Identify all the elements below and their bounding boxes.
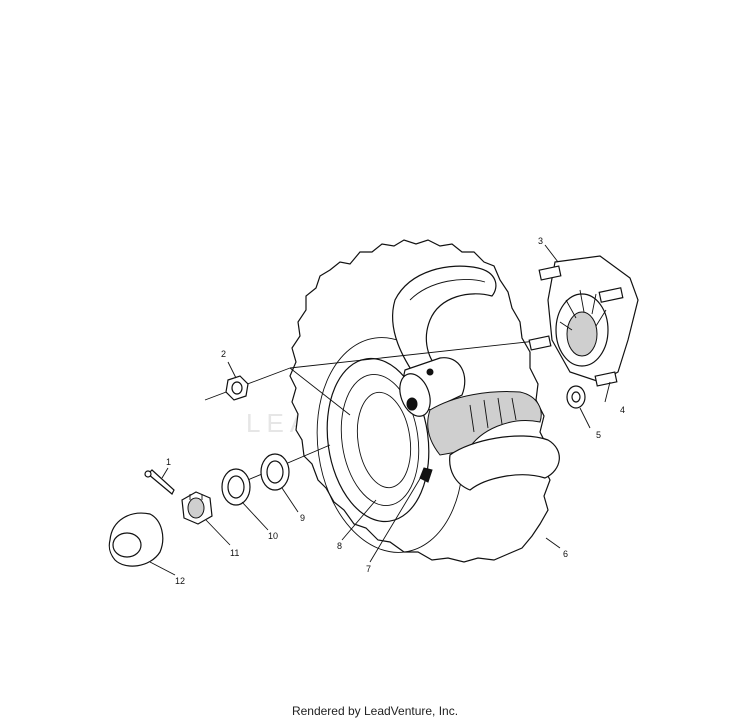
nut-line (289, 367, 351, 416)
callout-1: 1 (166, 457, 171, 467)
wheel-hub (528, 255, 639, 387)
lug-nut (225, 375, 249, 401)
callouts: 1 2 3 4 5 6 7 8 9 10 11 12 (166, 236, 625, 586)
leader-lines (149, 244, 611, 576)
callout-4: 4 (620, 405, 625, 415)
axle-line (289, 339, 546, 369)
hub-drum (399, 357, 466, 417)
castle-nut (181, 491, 213, 525)
spacer-washer (221, 468, 251, 506)
callout-9: 9 (300, 513, 305, 523)
tire-cutaway-lower (419, 391, 560, 491)
callout-12: 12 (175, 576, 185, 586)
footer-credit: Rendered by LeadVenture, Inc. (291, 704, 459, 718)
callout-3: 3 (538, 236, 543, 246)
callout-5: 5 (596, 430, 601, 440)
lock-washer (566, 385, 586, 409)
callout-2: 2 (221, 349, 226, 359)
dust-cap (108, 512, 164, 567)
callout-8: 8 (337, 541, 342, 551)
callout-11: 11 (230, 548, 239, 558)
cotter-pin (144, 469, 175, 495)
callout-6: 6 (563, 549, 568, 559)
callout-7: 7 (366, 564, 371, 574)
callout-10: 10 (268, 531, 278, 541)
flat-washer (260, 453, 290, 491)
